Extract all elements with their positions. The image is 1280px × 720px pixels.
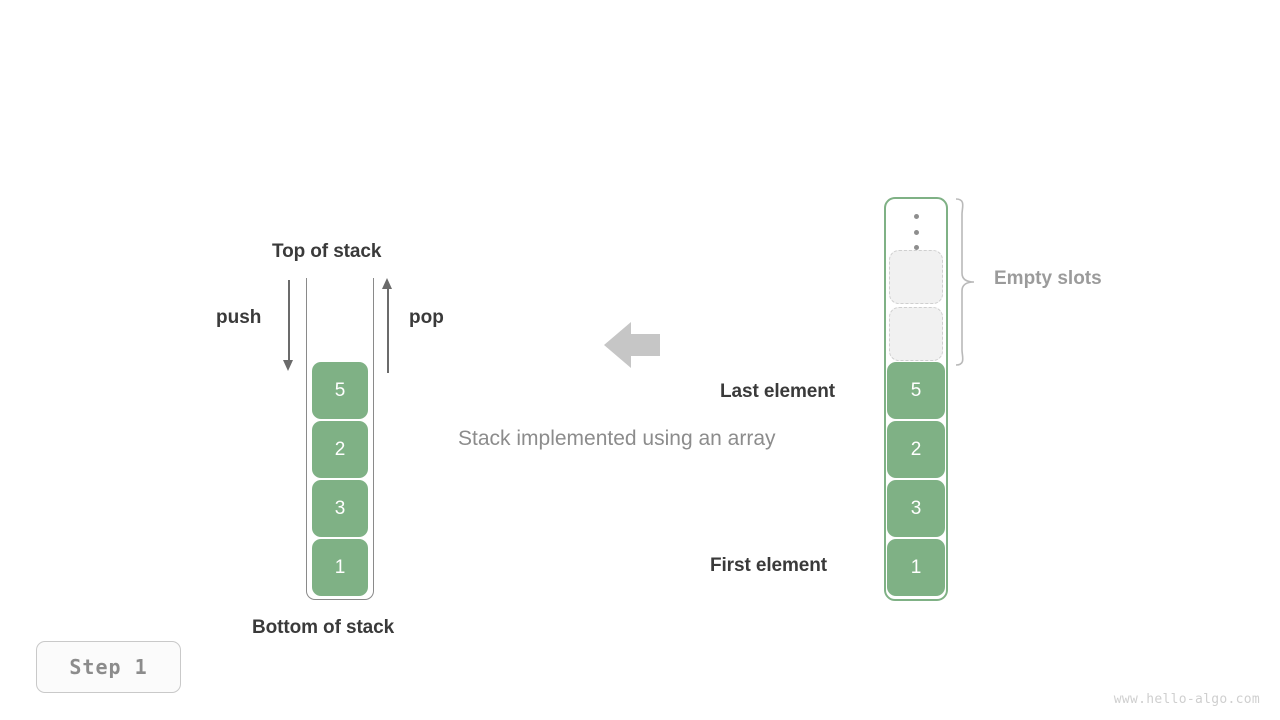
arrow-left-icon	[604, 322, 660, 368]
stack-cell-list: 5 2 3 1	[312, 362, 368, 596]
vertical-ellipsis-icon	[911, 214, 921, 250]
pop-arrow-shaft	[387, 288, 389, 373]
array-empty-slot	[889, 250, 943, 304]
array-cell: 1	[887, 539, 945, 596]
step-badge: Step 1	[36, 641, 181, 693]
stack-cell: 1	[312, 539, 368, 596]
empty-slots-label: Empty slots	[994, 268, 1102, 289]
push-label: push	[216, 307, 262, 328]
last-element-label: Last element	[720, 381, 835, 402]
push-arrow-shaft	[288, 280, 290, 365]
empty-slots-brace-icon	[955, 198, 975, 366]
push-arrow-head-icon	[283, 360, 293, 371]
bottom-of-stack-label: Bottom of stack	[252, 617, 395, 638]
array-empty-slot-list	[889, 250, 943, 361]
array-empty-slot	[889, 307, 943, 361]
stack-cell: 3	[312, 480, 368, 537]
stack-diagram: Top of stack push pop 5 2 3 1 Bottom of …	[180, 230, 480, 650]
array-cell: 5	[887, 362, 945, 419]
stack-cell: 5	[312, 362, 368, 419]
stack-cell: 2	[312, 421, 368, 478]
pop-label: pop	[409, 307, 444, 328]
watermark: www.hello-algo.com	[1113, 692, 1260, 707]
array-cell-list: 5 2 3 1	[887, 362, 945, 596]
diagram-caption: Stack implemented using an array	[458, 427, 776, 450]
first-element-label: First element	[710, 555, 827, 576]
array-cell: 2	[887, 421, 945, 478]
pop-arrow-head-icon	[382, 278, 392, 289]
top-of-stack-label: Top of stack	[272, 241, 382, 262]
array-cell: 3	[887, 480, 945, 537]
array-diagram: 5 2 3 1 Empty slots Last element First e…	[700, 190, 1180, 610]
